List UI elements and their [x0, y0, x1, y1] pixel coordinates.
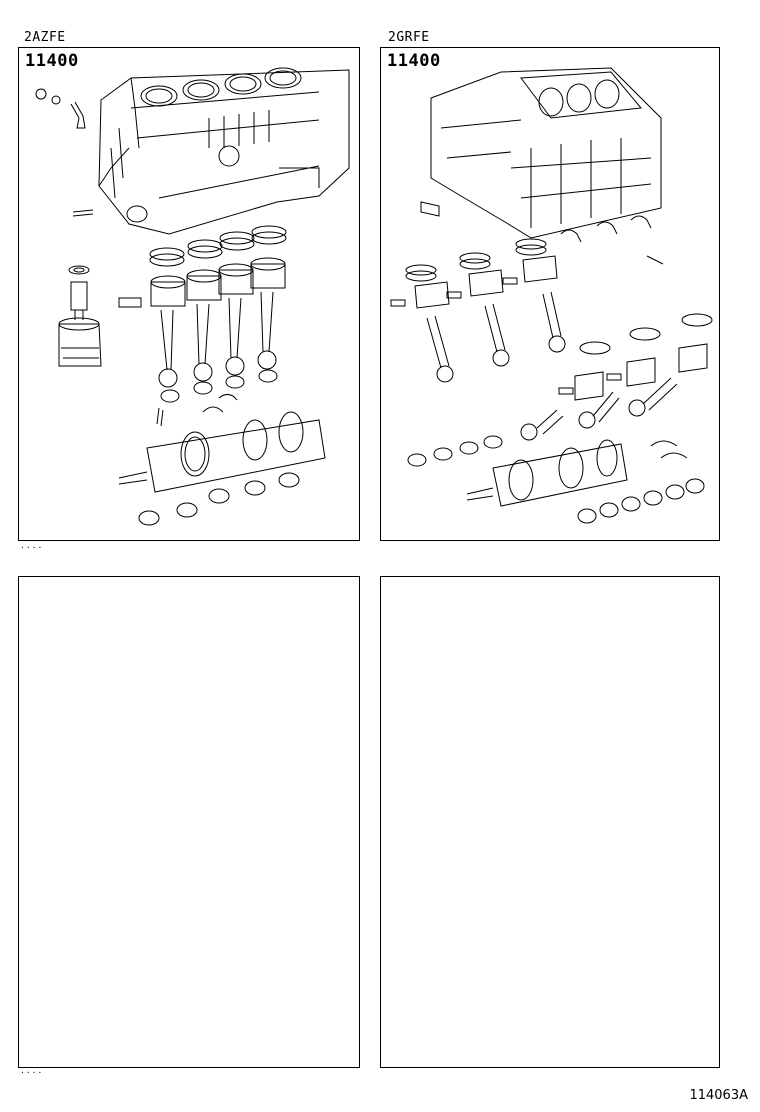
engine-label-2grfe: 2GRFE	[388, 30, 430, 45]
engine-label-2azfe: 2AZFE	[24, 30, 66, 45]
cylinder-block-v6-exploded-drawing	[381, 48, 719, 540]
part-number-label[interactable]: 11400	[387, 51, 441, 71]
figure-code: 114063A	[689, 1088, 748, 1103]
cylinder-block-4cyl-exploded-drawing	[19, 48, 359, 540]
diagram-panel-2grfe[interactable]: 11400	[380, 47, 720, 541]
empty-panel-left	[18, 576, 360, 1068]
part-number-label[interactable]: 11400	[25, 51, 79, 71]
empty-panel-right	[380, 576, 720, 1068]
corner-mark: ....	[20, 1066, 44, 1075]
corner-mark: ....	[20, 541, 44, 550]
diagram-panel-2azfe[interactable]: 11400	[18, 47, 360, 541]
